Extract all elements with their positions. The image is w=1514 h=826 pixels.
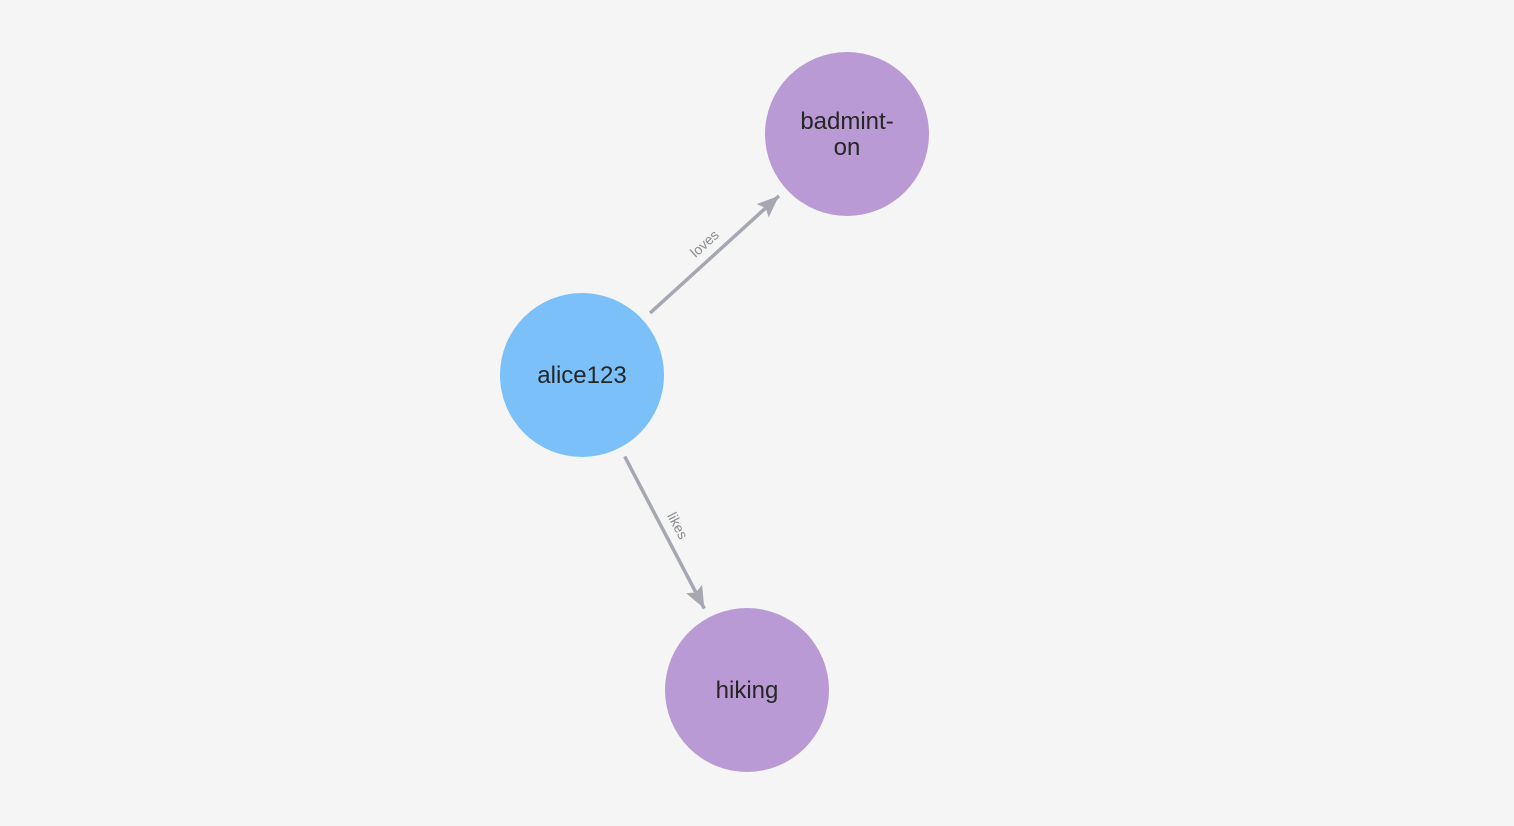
node-hiking[interactable]: hiking [665, 608, 829, 772]
edge-line-likes[interactable] [623, 455, 706, 610]
edge-line-loves[interactable] [648, 194, 781, 315]
node-circle-badminton[interactable] [765, 52, 929, 216]
node-circle-hiking[interactable] [665, 608, 829, 772]
node-circle-alice123[interactable] [500, 293, 664, 457]
node-badminton[interactable]: badmint-on [765, 52, 929, 216]
nodes-layer: alice123 badmint-on hiking [500, 52, 929, 772]
edge-label-loves[interactable]: loves [687, 226, 722, 260]
node-alice123[interactable]: alice123 [500, 293, 664, 457]
edge-loves[interactable]: loves [648, 194, 781, 315]
edge-likes[interactable]: likes [623, 455, 706, 610]
